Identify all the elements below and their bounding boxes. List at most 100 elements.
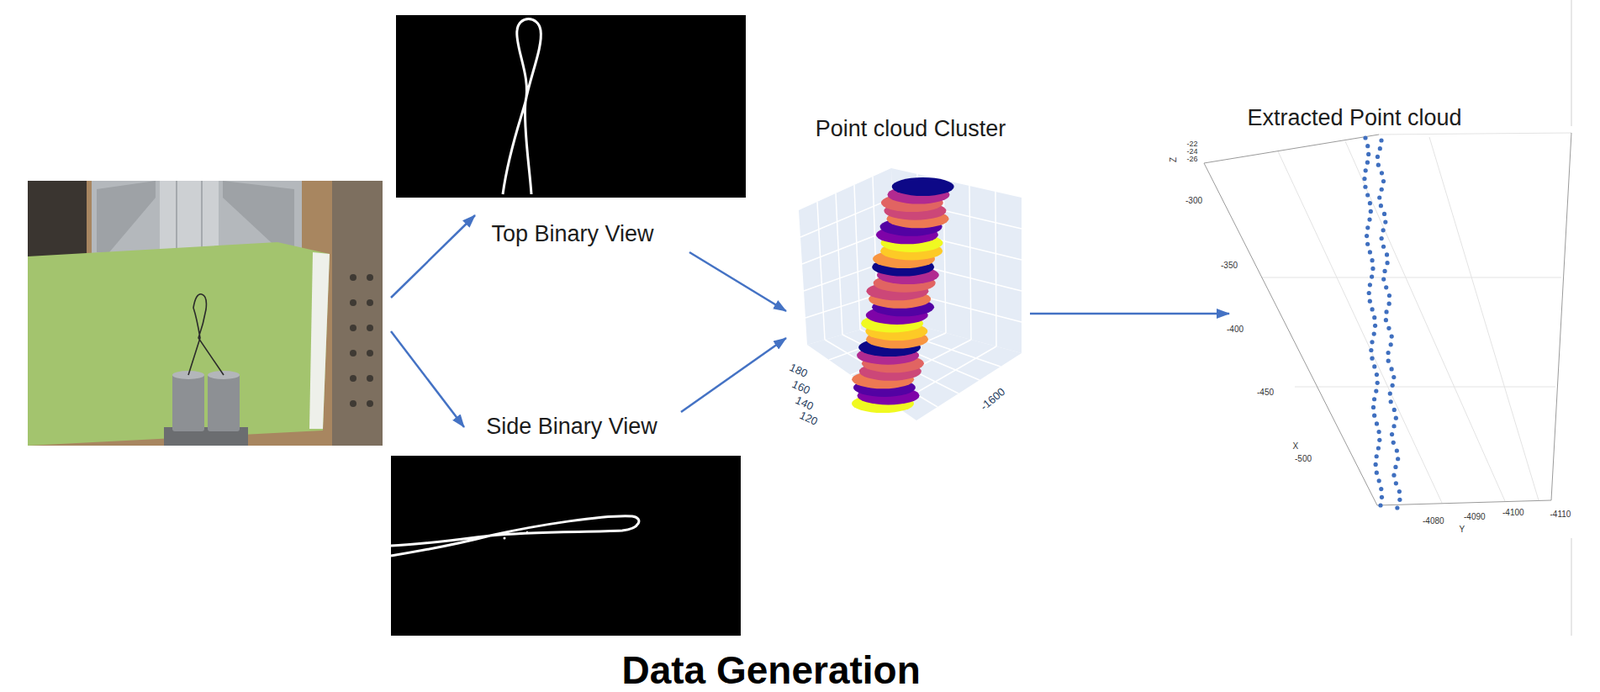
flow-arrow: [681, 337, 787, 412]
green-sheet: [27, 242, 330, 446]
point-dot: [1364, 233, 1369, 238]
circle-shape: [366, 349, 374, 357]
point-stack: [851, 177, 955, 413]
point-dot: [1378, 502, 1383, 507]
circle-shape: [349, 324, 357, 332]
point-dot: [1366, 152, 1371, 157]
plot-grid: [1261, 132, 1572, 503]
point-dot: [1372, 413, 1377, 418]
point-dot: [1372, 323, 1378, 328]
point-dot: [1379, 495, 1384, 500]
point-dot: [1391, 440, 1396, 445]
point-dot: [1378, 146, 1383, 151]
flow-arrow: [390, 331, 465, 428]
point-dot: [1369, 356, 1374, 361]
axis-tick: 120: [797, 409, 819, 428]
point-dot: [1367, 217, 1372, 222]
point-dot: [1369, 274, 1374, 279]
point-dot: [1389, 366, 1395, 371]
line-shape: [1294, 386, 1556, 388]
point-dot: [1390, 383, 1395, 388]
point-dot: [1372, 396, 1377, 402]
point-dot: [1371, 405, 1376, 410]
point-dot: [1367, 299, 1373, 304]
axis-tick: Y: [1459, 525, 1466, 534]
axis-tick: -350: [1220, 261, 1238, 270]
figure-panel: Top Binary View: [390, 12, 749, 253]
axis-tick: -4090: [1463, 512, 1486, 522]
point-dot: [1363, 168, 1368, 173]
line-shape: [1429, 137, 1539, 501]
flow-arrow: [390, 215, 476, 298]
point-dot: [1388, 342, 1394, 347]
line-shape: [1378, 132, 1572, 135]
panel-title: Extracted Point cloud: [1246, 103, 1462, 133]
wire-loop: [188, 294, 224, 375]
grid-line: [943, 179, 946, 333]
grid-line: [995, 191, 997, 347]
point-dot: [1368, 209, 1373, 214]
circle-shape: [366, 400, 374, 407]
flow-arrow: [689, 252, 787, 312]
point-dot: [1367, 249, 1373, 254]
axis-tick: Z: [1169, 157, 1178, 163]
point-dot: [1387, 301, 1392, 307]
point-dot: [1384, 252, 1389, 257]
axis-tick: -4100: [1502, 508, 1525, 518]
point-dot: [1381, 227, 1386, 233]
point-dot: [1388, 399, 1394, 404]
point-dot: [1383, 309, 1389, 314]
figure-caption: Data Generation: [622, 647, 921, 692]
figure-panel: Extracted Point cloud: [1229, 100, 1583, 539]
axis-tick: -24: [1187, 147, 1199, 156]
point-dot: [1379, 170, 1384, 175]
line-shape: [1203, 134, 1379, 164]
point-dot: [1369, 306, 1374, 312]
figure-panel: Side Binary View: [388, 411, 746, 639]
point-dot: [1362, 184, 1368, 190]
grid-line: [835, 193, 843, 335]
axis-tick: -500: [1294, 454, 1312, 464]
panel-title: Side Binary View: [485, 411, 658, 441]
point-dot: [1391, 473, 1396, 478]
panel-title: Point cloud Cluster: [815, 114, 1007, 143]
point-dot: [1387, 293, 1392, 298]
point-dot: [1365, 160, 1370, 165]
point-dot: [1377, 195, 1382, 200]
panel-title: Top Binary View: [491, 219, 654, 249]
optical-table: [332, 180, 383, 446]
circle-shape: [366, 299, 374, 307]
circle-shape: [349, 349, 357, 357]
sheet-edge: [309, 252, 330, 429]
axis-tick: X: [1293, 442, 1300, 451]
top-binary-image: [396, 15, 746, 198]
point-dot: [1383, 317, 1389, 323]
point-dot: [1369, 258, 1374, 263]
point-dot: [1397, 497, 1402, 502]
line-shape: [1277, 151, 1442, 503]
point-dot: [1374, 454, 1379, 459]
axis-tick: -4080: [1422, 517, 1445, 526]
point-dot: [1367, 200, 1373, 206]
point-dot: [1389, 432, 1395, 437]
flow-arrow: [1029, 312, 1230, 316]
point-dot: [1386, 326, 1391, 331]
circle-shape: [366, 274, 374, 281]
line-shape: [1377, 500, 1552, 506]
line-shape: [1551, 132, 1572, 501]
point-dot: [1372, 364, 1377, 369]
point-dot: [1378, 203, 1384, 208]
divider-line: [1571, 538, 1573, 636]
point-dot: [1383, 285, 1389, 290]
point-dot: [1394, 505, 1400, 510]
noise-speck: [503, 537, 507, 540]
point-dot: [1369, 339, 1374, 344]
noise-speck: [526, 531, 529, 534]
point-dot: [1375, 154, 1380, 159]
extracted-plot: [1203, 0, 1572, 636]
point-dot: [1394, 448, 1400, 453]
plot-frame: [1203, 132, 1572, 506]
